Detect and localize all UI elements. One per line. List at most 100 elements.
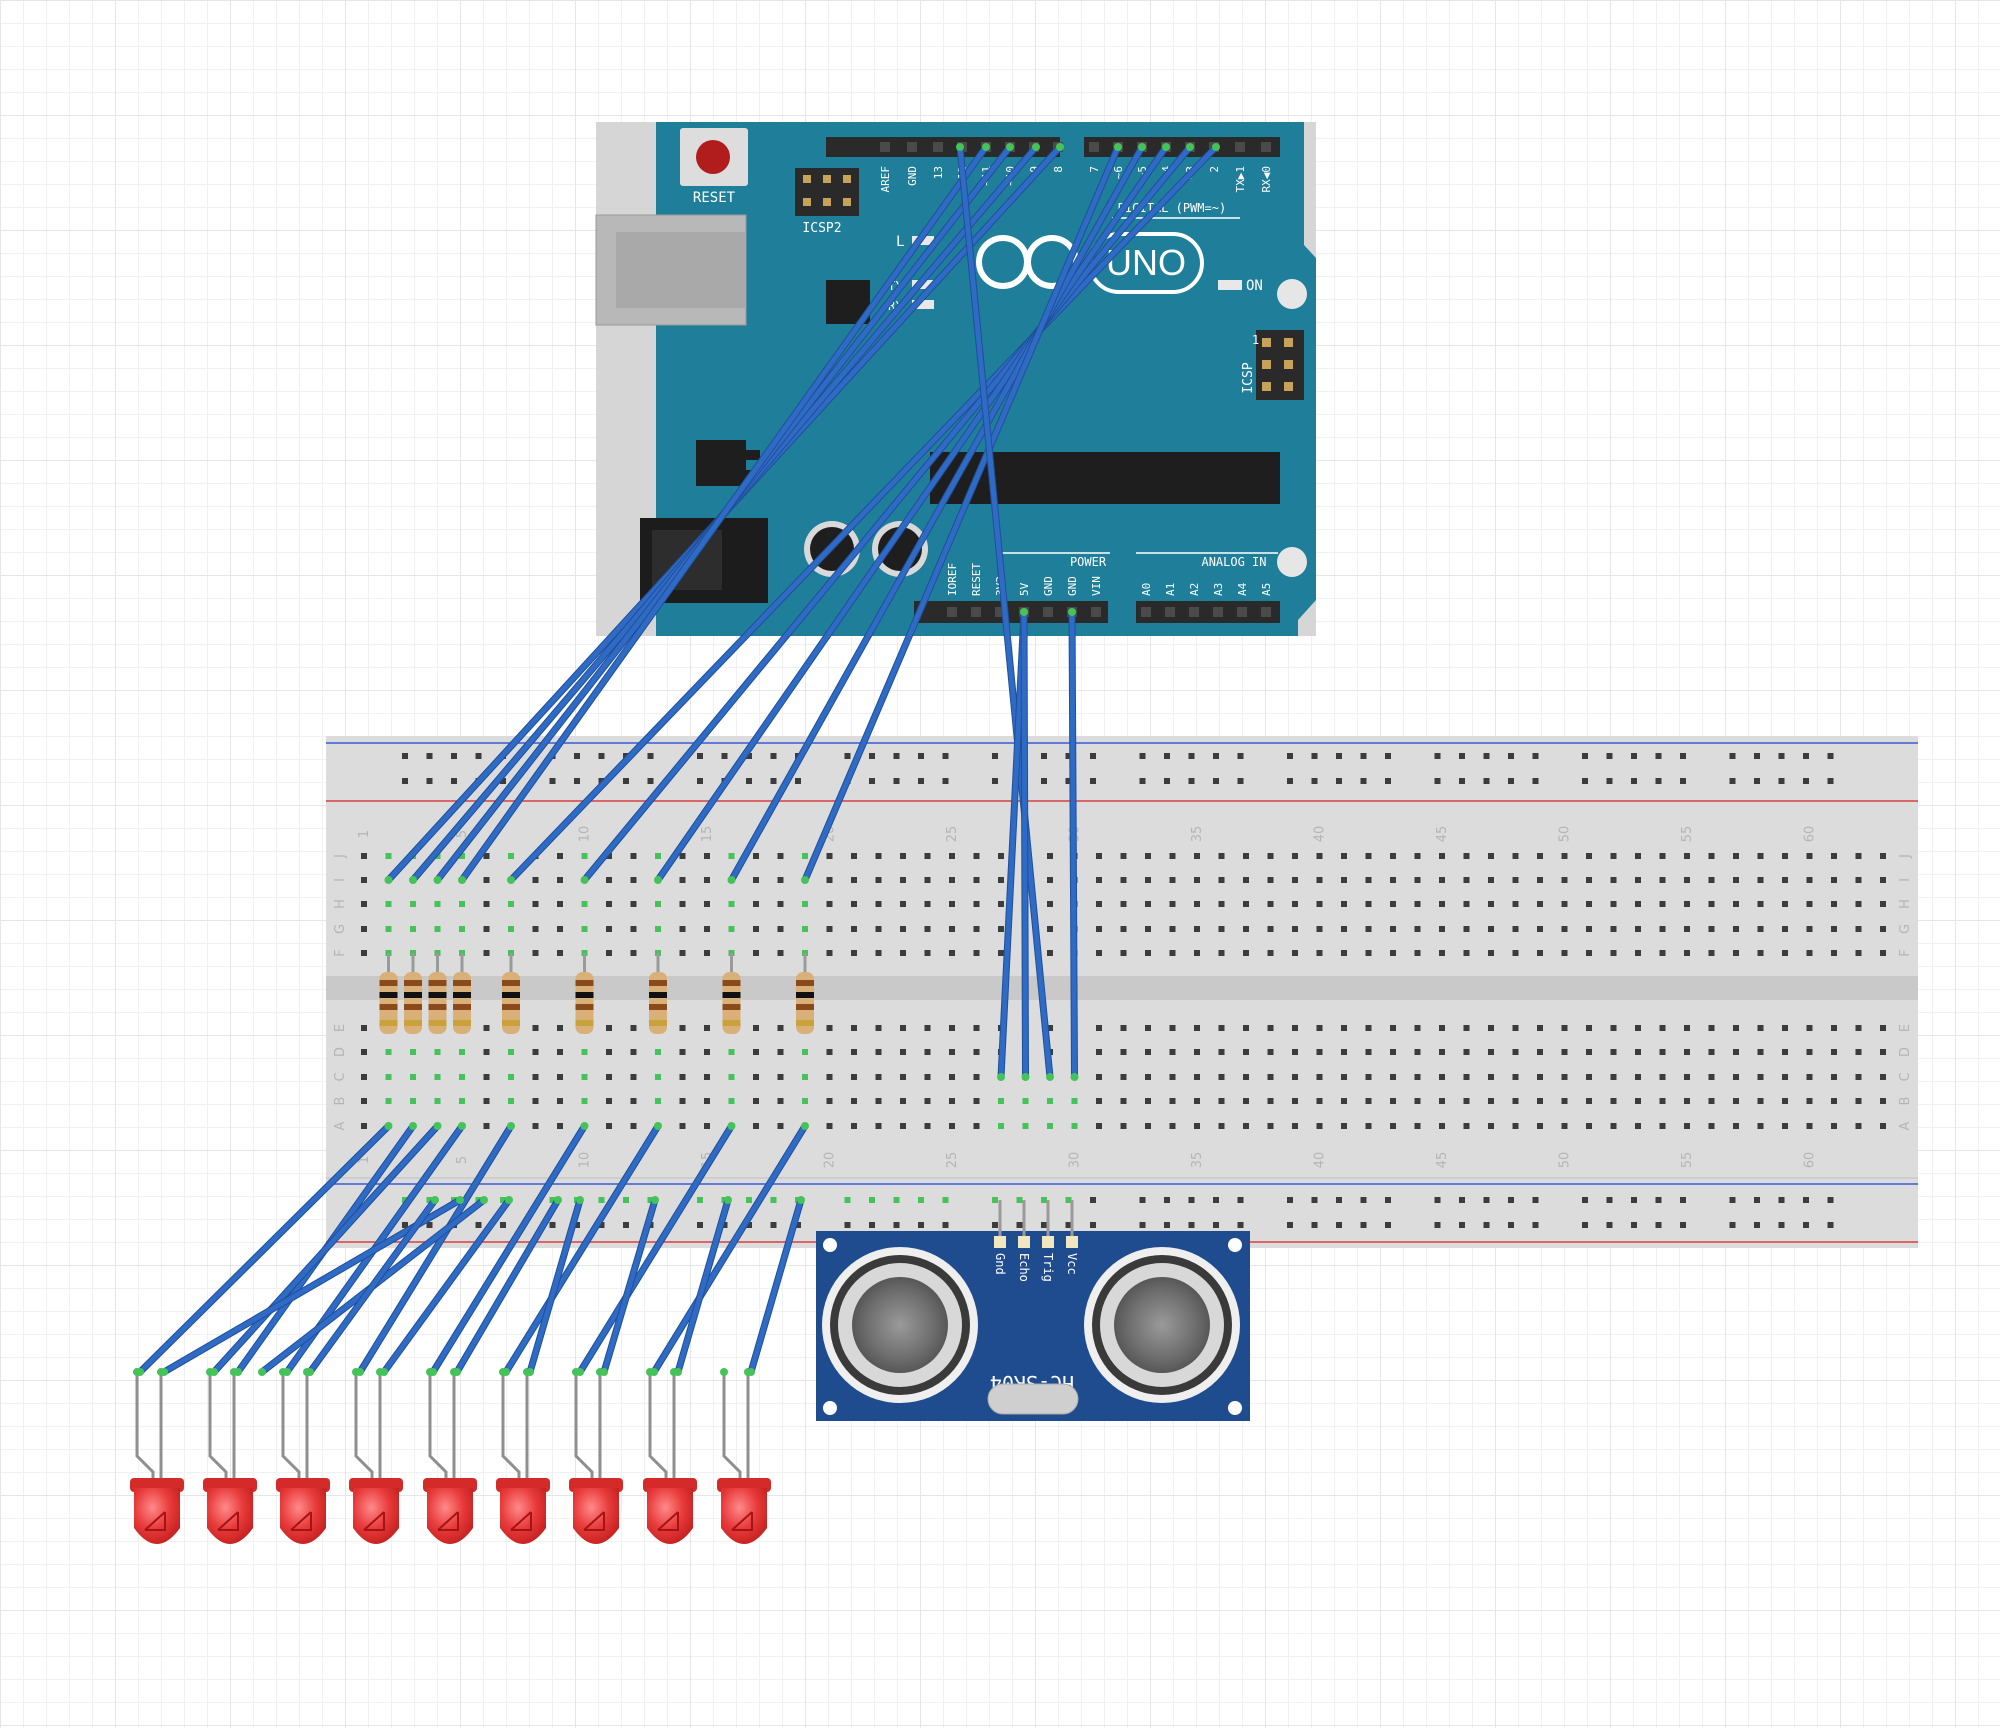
breadboard-hole[interactable]: [434, 1098, 441, 1104]
breadboard-hole[interactable]: [1757, 1098, 1764, 1104]
rail-hole[interactable]: [1065, 778, 1072, 784]
breadboard-hole[interactable]: [1537, 950, 1543, 956]
breadboard-hole[interactable]: [1684, 853, 1690, 859]
breadboard-hole[interactable]: [924, 1049, 931, 1055]
breadboard-hole[interactable]: [777, 877, 784, 883]
rail-hole[interactable]: [1508, 1197, 1514, 1203]
breadboard-hole[interactable]: [385, 926, 392, 932]
breadboard-hole[interactable]: [1267, 901, 1274, 907]
breadboard-hole[interactable]: [655, 926, 661, 932]
breadboard-hole[interactable]: [630, 1074, 637, 1080]
breadboard-hole[interactable]: [1439, 1074, 1445, 1080]
breadboard-hole[interactable]: [1806, 1098, 1813, 1104]
breadboard-hole[interactable]: [1855, 877, 1862, 883]
breadboard-hole[interactable]: [1120, 926, 1127, 932]
rail-hole[interactable]: [697, 778, 703, 784]
breadboard-hole[interactable]: [1463, 1074, 1470, 1080]
breadboard-hole[interactable]: [1586, 1025, 1592, 1031]
breadboard-hole[interactable]: [1782, 1074, 1788, 1080]
breadboard-hole[interactable]: [1733, 1049, 1739, 1055]
rail-hole[interactable]: [1016, 1222, 1023, 1228]
breadboard-hole[interactable]: [1047, 1025, 1053, 1031]
rail-hole[interactable]: [1803, 1197, 1809, 1203]
breadboard-hole[interactable]: [1610, 926, 1617, 932]
rail-hole[interactable]: [1582, 778, 1588, 784]
breadboard-hole[interactable]: [1708, 1025, 1715, 1031]
led[interactable]: [203, 1368, 257, 1544]
breadboard-hole[interactable]: [1439, 901, 1445, 907]
breadboard-hole[interactable]: [1267, 1074, 1274, 1080]
rail-hole[interactable]: [1090, 778, 1096, 784]
breadboard-hole[interactable]: [973, 950, 980, 956]
rail-hole[interactable]: [402, 1197, 408, 1203]
rail-hole[interactable]: [1508, 1222, 1514, 1228]
breadboard-hole[interactable]: [1341, 1025, 1347, 1031]
breadboard-hole[interactable]: [1782, 1025, 1788, 1031]
breadboard-hole[interactable]: [1586, 1098, 1592, 1104]
rail-hole[interactable]: [1139, 753, 1146, 759]
breadboard-hole[interactable]: [1512, 1025, 1519, 1031]
breadboard-hole[interactable]: [1733, 1025, 1739, 1031]
breadboard-hole[interactable]: [1610, 1049, 1617, 1055]
breadboard-hole[interactable]: [483, 926, 490, 932]
breadboard-hole[interactable]: [1512, 950, 1519, 956]
breadboard-hole[interactable]: [728, 1074, 735, 1080]
breadboard-hole[interactable]: [1782, 926, 1788, 932]
rail-hole[interactable]: [770, 778, 777, 784]
breadboard-hole[interactable]: [1096, 1025, 1102, 1031]
breadboard-hole[interactable]: [1831, 1123, 1837, 1129]
breadboard-hole[interactable]: [1488, 1049, 1494, 1055]
breadboard-hole[interactable]: [1757, 1049, 1764, 1055]
breadboard-hole[interactable]: [973, 1049, 980, 1055]
breadboard-hole[interactable]: [1096, 877, 1102, 883]
jumper-wire[interactable]: [1020, 608, 1030, 1081]
rail-hole[interactable]: [770, 1197, 777, 1203]
rail-hole[interactable]: [426, 1197, 433, 1203]
breadboard-hole[interactable]: [1022, 1098, 1029, 1104]
breadboard-hole[interactable]: [1880, 877, 1886, 883]
rail-hole[interactable]: [1090, 1197, 1096, 1203]
breadboard-hole[interactable]: [1537, 926, 1543, 932]
rail-hole[interactable]: [1360, 1222, 1367, 1228]
breadboard-hole[interactable]: [1708, 1049, 1715, 1055]
breadboard-hole[interactable]: [851, 1098, 857, 1104]
rail-hole[interactable]: [1606, 753, 1613, 759]
breadboard-hole[interactable]: [483, 877, 490, 883]
breadboard-hole[interactable]: [1880, 1049, 1886, 1055]
breadboard-hole[interactable]: [1635, 877, 1641, 883]
breadboard-hole[interactable]: [1096, 1123, 1102, 1129]
jumper-wire[interactable]: [380, 1196, 513, 1376]
breadboard-hole[interactable]: [1316, 1123, 1323, 1129]
breadboard-hole[interactable]: [1733, 926, 1739, 932]
jumper-wire[interactable]: [429, 1122, 589, 1376]
breadboard-hole[interactable]: [532, 1025, 539, 1031]
breadboard-hole[interactable]: [1782, 1123, 1788, 1129]
breadboard-hole[interactable]: [1047, 926, 1053, 932]
rail-hole[interactable]: [1336, 1222, 1342, 1228]
breadboard-hole[interactable]: [1169, 1025, 1176, 1031]
breadboard-hole[interactable]: [1659, 1074, 1666, 1080]
jumper-wire[interactable]: [507, 143, 1220, 884]
breadboard-hole[interactable]: [1390, 950, 1396, 956]
breadboard-hole[interactable]: [410, 926, 416, 932]
breadboard-hole[interactable]: [1096, 926, 1102, 932]
rail-hole[interactable]: [1287, 753, 1293, 759]
rail-hole[interactable]: [1532, 1222, 1539, 1228]
rail-hole[interactable]: [1164, 1222, 1170, 1228]
rail-hole[interactable]: [721, 1222, 728, 1228]
rail-hole[interactable]: [647, 778, 654, 784]
breadboard-hole[interactable]: [508, 926, 514, 932]
breadboard-hole[interactable]: [483, 1049, 490, 1055]
breadboard-hole[interactable]: [875, 1123, 882, 1129]
rail-hole[interactable]: [1680, 778, 1686, 784]
breadboard-hole[interactable]: [1390, 926, 1396, 932]
rail-hole[interactable]: [1188, 778, 1195, 784]
breadboard-hole[interactable]: [1316, 1025, 1323, 1031]
breadboard-hole[interactable]: [1610, 1074, 1617, 1080]
breadboard-hole[interactable]: [1194, 1074, 1200, 1080]
rail-hole[interactable]: [1065, 1197, 1072, 1203]
breadboard-hole[interactable]: [459, 1098, 465, 1104]
breadboard-hole[interactable]: [1855, 1074, 1862, 1080]
breadboard-hole[interactable]: [1365, 853, 1372, 859]
breadboard-hole[interactable]: [973, 1074, 980, 1080]
